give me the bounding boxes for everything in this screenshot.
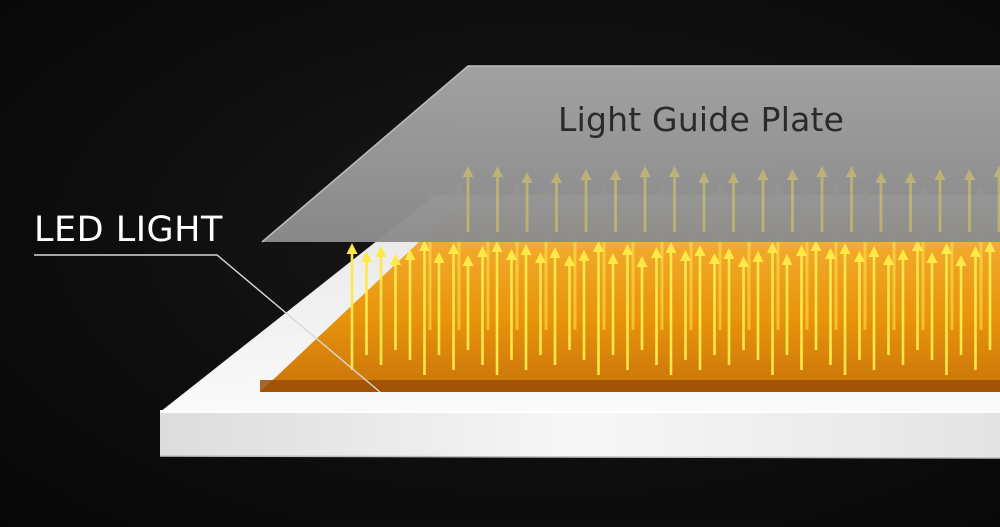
up-arrow-icon <box>825 248 836 365</box>
up-arrow-icon <box>492 166 503 232</box>
up-arrow-icon <box>723 248 735 365</box>
up-arrow-icon <box>636 256 648 350</box>
up-arrow-icon <box>912 240 923 350</box>
up-arrow-icon <box>549 247 561 365</box>
up-arrow-icon <box>520 244 532 370</box>
up-arrow-icon <box>839 243 851 375</box>
up-arrow-icon <box>964 169 975 232</box>
up-arrow-icon <box>404 249 416 360</box>
up-arrow-icon <box>346 243 358 370</box>
light-guide-plate-label: Light Guide Plate <box>558 100 845 139</box>
light-arrows-front <box>346 240 996 375</box>
up-arrow-icon <box>535 252 546 355</box>
up-arrow-icon <box>506 249 517 360</box>
up-arrow-icon <box>757 169 769 232</box>
up-arrow-icon <box>578 250 590 360</box>
up-arrow-icon <box>551 172 562 232</box>
up-arrow-icon <box>521 172 533 232</box>
up-arrow-icon <box>669 166 680 232</box>
up-arrow-icon <box>787 169 798 232</box>
up-arrow-icon <box>955 255 967 355</box>
up-arrow-icon <box>854 251 865 360</box>
up-arrow-icon <box>709 253 720 355</box>
up-arrow-icon <box>622 244 633 370</box>
up-arrow-icon <box>419 240 430 375</box>
up-arrow-icon <box>375 246 387 365</box>
up-arrow-icon <box>875 172 887 232</box>
up-arrow-icon <box>934 169 946 232</box>
up-arrow-icon <box>905 172 916 232</box>
up-arrow-icon <box>593 241 604 375</box>
up-arrow-icon <box>462 255 474 350</box>
up-arrow-icon <box>728 172 739 232</box>
up-arrow-icon <box>941 243 952 375</box>
light-arrows-over-plate <box>462 166 1000 232</box>
up-arrow-icon <box>651 247 662 365</box>
light-guide-plate <box>261 65 1000 243</box>
up-arrow-icon <box>491 241 503 375</box>
up-arrow-icon <box>796 245 807 370</box>
up-arrow-icon <box>694 245 706 370</box>
up-arrow-icon <box>897 249 909 365</box>
up-arrow-icon <box>926 252 938 360</box>
up-arrow-icon <box>433 252 445 355</box>
up-arrow-icon <box>607 253 619 355</box>
light-guide-plate-surface <box>262 66 1000 242</box>
up-arrow-icon <box>810 240 822 350</box>
up-arrow-icon <box>698 172 710 232</box>
up-arrow-icon <box>448 243 459 370</box>
led-light-label: LED LIGHT <box>34 210 223 250</box>
up-arrow-icon <box>767 242 778 375</box>
up-arrow-icon <box>665 242 677 375</box>
frame-front-edge <box>160 412 1000 458</box>
up-arrow-icon <box>564 255 575 350</box>
up-arrow-icon <box>477 246 488 365</box>
up-arrow-icon <box>984 241 996 350</box>
up-arrow-icon <box>993 166 1000 232</box>
up-arrow-icon <box>738 256 749 350</box>
up-arrow-icon <box>361 251 372 355</box>
up-arrow-icon <box>970 246 981 370</box>
up-arrow-icon <box>816 166 828 232</box>
up-arrow-icon <box>639 166 651 232</box>
up-arrow-icon <box>580 169 592 232</box>
up-arrow-icon <box>462 166 474 232</box>
up-arrow-icon <box>610 169 621 232</box>
led-panel-rim <box>260 380 1000 392</box>
up-arrow-icon <box>883 254 894 355</box>
led-callout-line <box>34 254 381 393</box>
up-arrow-icon <box>868 246 880 370</box>
up-arrow-icon <box>680 250 691 360</box>
up-arrow-icon <box>781 254 793 355</box>
up-arrow-icon <box>390 254 401 350</box>
up-arrow-icon <box>846 166 857 232</box>
up-arrow-icon <box>752 251 764 360</box>
